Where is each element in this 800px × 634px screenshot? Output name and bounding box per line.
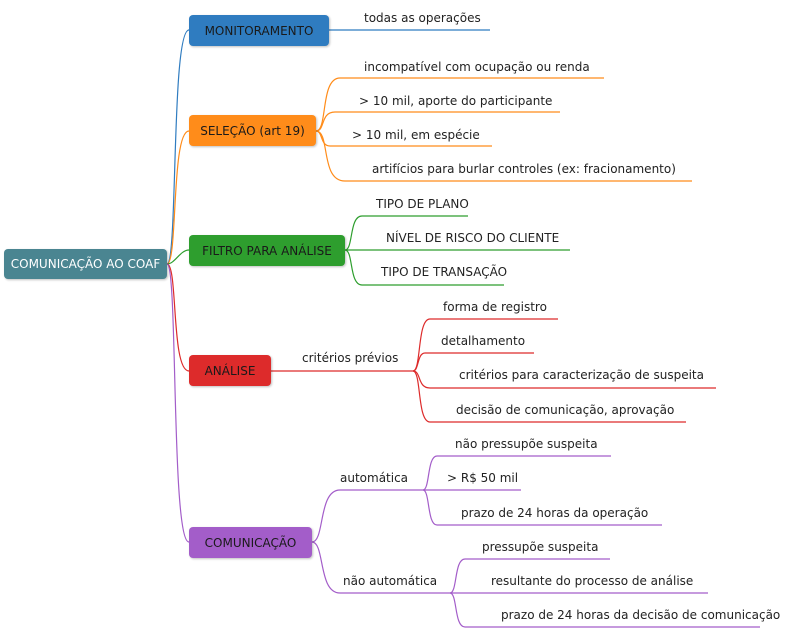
analise-sub-label: critérios prévios — [302, 351, 399, 365]
connector-comunicacao-nauto-item — [449, 558, 610, 594]
monitoramento-label: MONITORAMENTO — [204, 23, 314, 38]
root-label: COMUNICAÇÃO AO COAF — [10, 257, 161, 271]
comunicacao-nauto-item: prazo de 24 horas da decisão de comunica… — [501, 608, 781, 622]
comunicacao-nauto-item: pressupõe suspeita — [482, 540, 599, 554]
comunicacao-label: COMUNICAÇÃO — [204, 535, 297, 550]
connector-filtro-item — [344, 249, 504, 286]
connector-comunicacao-auto-item — [422, 489, 662, 526]
selecao-item: incompatível com ocupação ou renda — [364, 60, 590, 74]
selecao-label: SELEÇÃO (art 19) — [200, 123, 305, 138]
analise-item: decisão de comunicação, aprovação — [456, 403, 675, 417]
connector-analise-item — [412, 352, 534, 372]
comunicacao-nauto-item: resultante do processo de análise — [491, 574, 694, 588]
selecao-node[interactable]: SELEÇÃO (art 19) — [189, 115, 316, 146]
connector-comunicacao-auto — [311, 489, 423, 543]
connector-selecao-item — [315, 111, 560, 132]
analise-label: ANÁLISE — [204, 363, 256, 378]
filtro-item: TIPO DE PLANO — [376, 197, 469, 211]
connector-comunicacao-nauto — [311, 541, 450, 594]
monitoramento-item: todas as operações — [364, 11, 481, 25]
connector-filtro-item — [344, 215, 468, 251]
comunicacao-auto-label: automática — [340, 471, 409, 485]
filtro-label: FILTRO PARA ANÁLISE — [202, 243, 332, 258]
root-node[interactable]: COMUNICAÇÃO AO COAF — [4, 249, 167, 279]
monitoramento-node[interactable]: MONITORAMENTO — [189, 15, 329, 46]
connector-root-analise — [166, 263, 190, 372]
connector-analise-item — [412, 370, 686, 423]
analise-item: critérios para caracterização de suspeit… — [459, 368, 704, 382]
connector-root-selecao — [166, 130, 190, 265]
comunicacao-auto-item: não pressupõe suspeita — [455, 437, 598, 451]
analise-item: forma de registro — [443, 300, 547, 314]
analise-node[interactable]: ANÁLISE — [189, 355, 271, 386]
connector-root-filtro — [166, 249, 190, 265]
comunicacao-nauto-label: não automática — [343, 574, 438, 588]
connector-comunicacao-nauto-item — [449, 592, 760, 628]
filtro-item: TIPO DE TRANSAÇÃO — [381, 265, 508, 279]
selecao-item: > 10 mil, em espécie — [352, 128, 480, 142]
connector-root-monitoramento — [166, 29, 190, 265]
connector-root-comunicacao — [166, 263, 190, 543]
comunicacao-auto-item: prazo de 24 horas da operação — [461, 506, 649, 520]
comunicacao-auto-item: > R$ 50 mil — [447, 471, 519, 485]
comunicacao-node[interactable]: COMUNICAÇÃO — [189, 527, 312, 558]
connector-selecao-item — [315, 130, 692, 182]
connector-selecao-item — [315, 77, 604, 132]
filtro-item: NÍVEL DE RISCO DO CLIENTE — [386, 231, 560, 245]
analise-item: detalhamento — [441, 334, 526, 348]
selecao-item: > 10 mil, aporte do participante — [359, 94, 553, 108]
filtro-node[interactable]: FILTRO PARA ANÁLISE — [189, 235, 345, 266]
selecao-item: artifícios para burlar controles (ex: fr… — [372, 162, 676, 176]
connector-comunicacao-auto-item — [422, 455, 611, 491]
